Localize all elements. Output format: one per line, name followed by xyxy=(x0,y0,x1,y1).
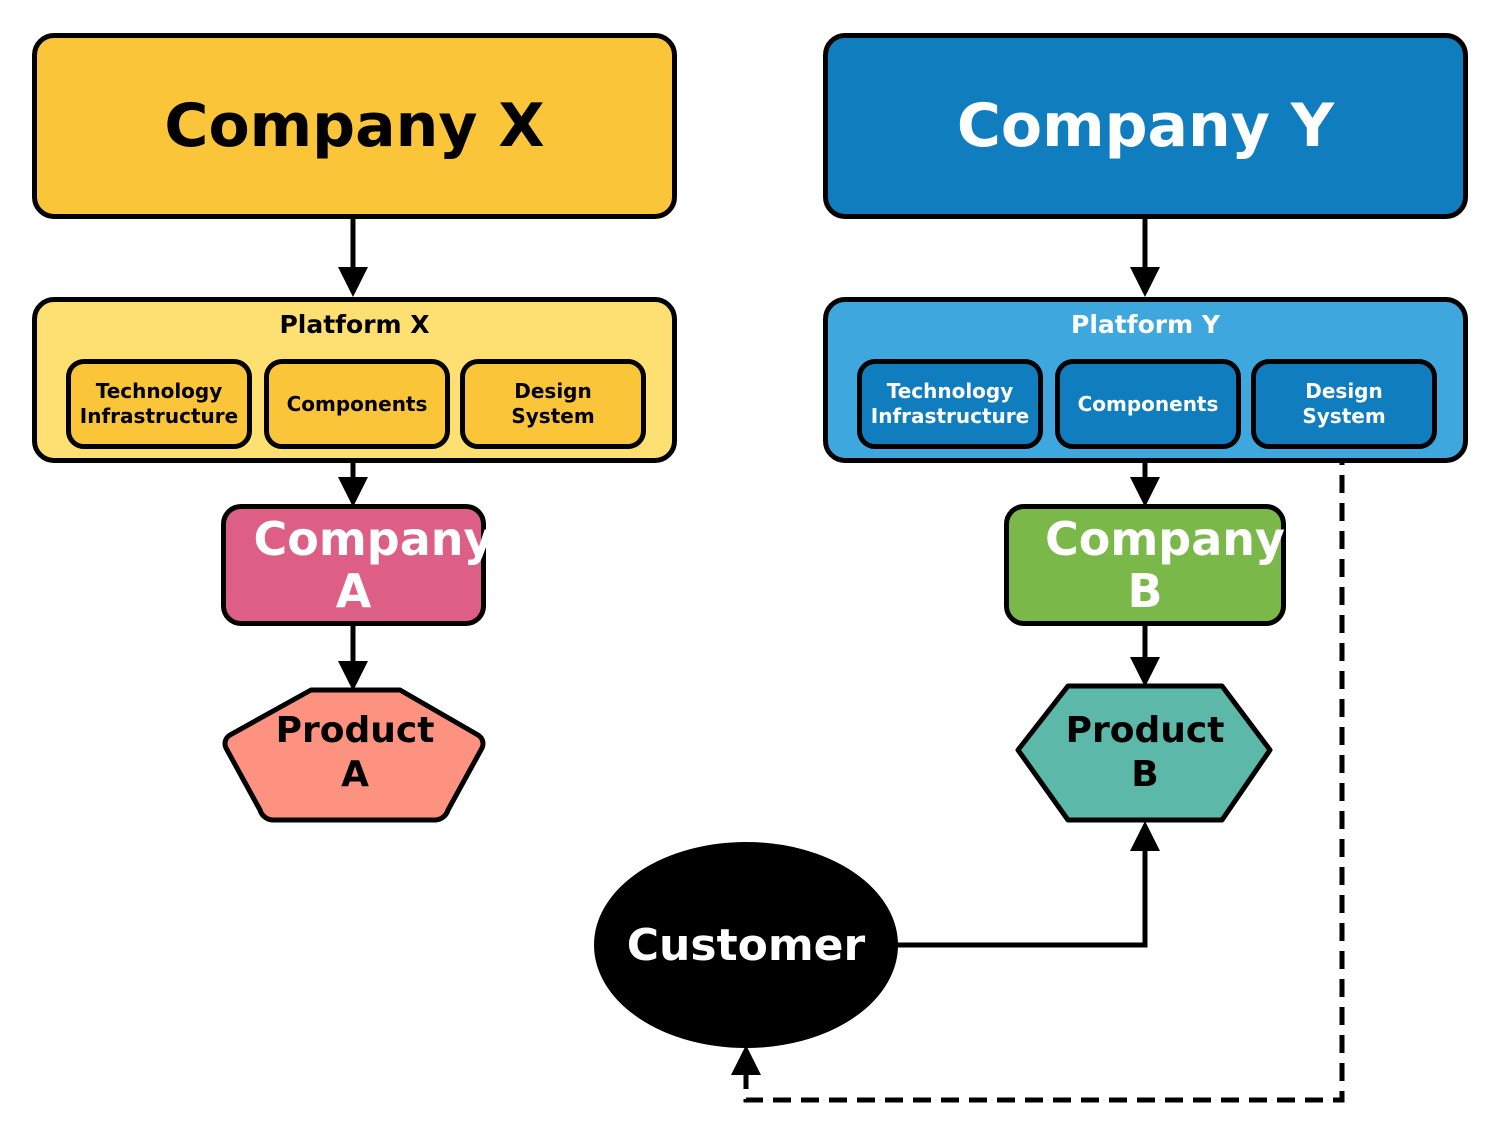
platform-x-technology-infrastructure[interactable]: Technology Infrastructure xyxy=(66,359,252,449)
platform-y-technology-infrastructure[interactable]: Technology Infrastructure xyxy=(857,359,1043,449)
platform-y-box[interactable]: Platform Y Technology Infrastructure Com… xyxy=(823,297,1468,463)
company-a-label: Company A xyxy=(253,512,494,618)
platform-x-title: Platform X xyxy=(279,310,430,339)
platform-y-components[interactable]: Components xyxy=(1055,359,1241,449)
dashed-arrow-designsystem-to-customer xyxy=(731,447,1345,1103)
company-x-label: Company X xyxy=(164,91,545,161)
company-x-box[interactable]: Company X xyxy=(32,33,677,219)
company-y-label: Company Y xyxy=(956,91,1335,161)
product-a-shape[interactable] xyxy=(222,687,486,823)
company-y-box[interactable]: Company Y xyxy=(823,33,1468,219)
product-a-label: Product A xyxy=(275,710,435,795)
platform-x-design-system[interactable]: Design System xyxy=(460,359,646,449)
platform-y-design-system[interactable]: Design System xyxy=(1251,359,1437,449)
customer-label: Customer xyxy=(626,919,866,971)
platform-x-box[interactable]: Platform X Technology Infrastructure Com… xyxy=(32,297,677,463)
platform-y-title: Platform Y xyxy=(1071,310,1220,339)
arrow-customer-to-productb xyxy=(896,821,1160,948)
customer-ellipse[interactable] xyxy=(594,842,898,1048)
product-b-shape[interactable] xyxy=(1015,683,1273,823)
product-b-label: Product B xyxy=(1065,710,1225,795)
company-a-box[interactable]: Company A xyxy=(221,504,494,626)
company-b-box[interactable]: Company B xyxy=(1004,504,1286,626)
company-b-label: Company B xyxy=(1045,512,1285,618)
platform-x-components[interactable]: Components xyxy=(264,359,450,449)
